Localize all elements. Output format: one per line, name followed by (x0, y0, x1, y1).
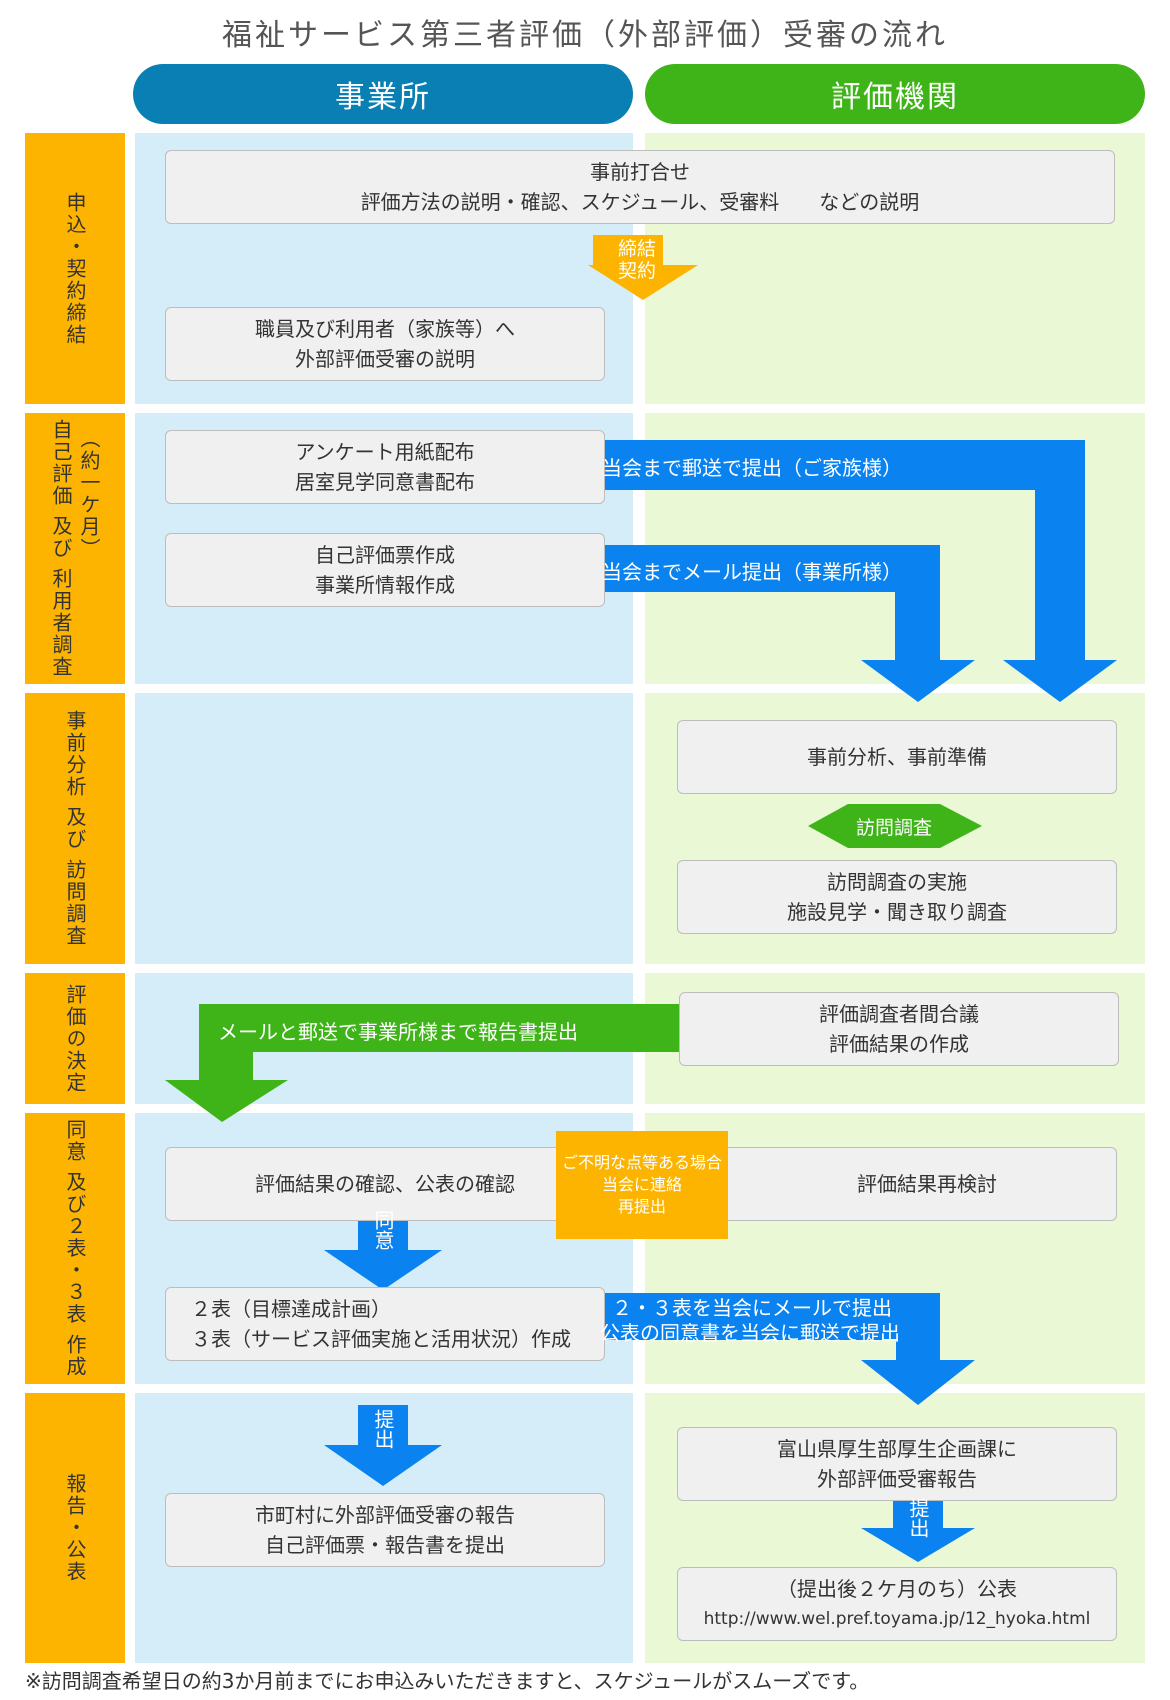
phase-text: 評価の決定 (63, 983, 87, 1094)
box-line: ２表（目標達成計画） (191, 1297, 391, 1321)
phase-label-contract: 申込・契約締結 (25, 133, 125, 404)
pre-meeting-box: 事前打合せ 評価方法の説明・確認、スケジュール、受審料 などの説明 (165, 150, 1115, 224)
box-line: ３表（サービス評価実施と活用状況）作成 (191, 1327, 571, 1351)
box-line: 市町村に外部評価受審の報告 (255, 1503, 515, 1527)
phase-text: 自己評価 及び 利用者調査 (49, 419, 73, 678)
box-line: 評価結果の作成 (829, 1032, 969, 1056)
contract-arrow-label: 締結 契約 (612, 238, 662, 282)
visit-box: 訪問調査の実施 施設見学・聞き取り調査 (677, 860, 1117, 934)
municipal-box: 市町村に外部評価受審の報告 自己評価票・報告書を提出 (165, 1493, 605, 1567)
phase-text: 事前分析 及び 訪問調査 (63, 710, 87, 947)
pref-report-box: 富山県厚生部厚生企画課に 外部評価受審報告 (677, 1427, 1117, 1501)
unclear-line: 再提出 (617, 1197, 666, 1216)
submit-tables-label: ２・３表を当会にメールで提出 公表の同意書を当会に郵送で提出 (600, 1296, 940, 1346)
report-send-arrow (165, 1004, 693, 1122)
column-header-evaluator: 評価機関 (645, 64, 1145, 124)
contract-arrow (588, 235, 698, 300)
phase-label-self-eval: 自己評価 及び 利用者調査 （約一ケ月） (25, 413, 125, 684)
box-line: 職員及び利用者（家族等）へ (255, 317, 515, 341)
self-eval-box: 自己評価票作成 事業所情報作成 (165, 533, 605, 607)
publish-url: http://www.wel.pref.toyama.jp/12_hyoka.h… (703, 1609, 1091, 1629)
submit-left-label: 提出 (371, 1409, 395, 1449)
submit-tables-line: 公表の同意書を当会に郵送で提出 (600, 1321, 900, 1345)
box-line: 居室見学同意書配布 (295, 470, 475, 494)
box-line: 評価結果の確認、公表の確認 (255, 1172, 515, 1196)
phase-subtext: （約一ケ月） (77, 427, 101, 560)
box-line: 自己評価票作成 (315, 543, 455, 567)
box-line: 自己評価票・報告書を提出 (265, 1533, 505, 1557)
submit-left-arrow (324, 1405, 442, 1486)
contract-label-1: 締結 (617, 238, 656, 260)
submit-right-label: 提出 (906, 1498, 930, 1538)
phase-text: 同意 及び２表・３表 作成 (63, 1119, 87, 1378)
page-title: 福祉サービス第三者評価（外部評価）受審の流れ (222, 18, 948, 53)
unclear-line: ご不明な点等ある場合 (561, 1153, 722, 1172)
box-line: 事前分析、事前準備 (807, 745, 987, 769)
box-line: （提出後２ケ月のち）公表 (777, 1577, 1017, 1601)
recheck-box: 評価結果再検討 (677, 1147, 1117, 1221)
phase-text: 報告・公表 (63, 1473, 87, 1583)
tables-box: ２表（目標達成計画） ３表（サービス評価実施と活用状況）作成 (165, 1287, 605, 1361)
box-line: 訪問調査の実施 (827, 870, 967, 894)
box-line: 施設見学・聞き取り調査 (787, 900, 1007, 924)
mail-office-arrow (592, 545, 975, 702)
phase-label-report: 報告・公表 (25, 1393, 125, 1663)
box-line: 外部評価受審の説明 (295, 347, 475, 371)
deliberation-box: 評価調査者間合議 評価結果の作成 (679, 992, 1119, 1066)
mail-office-label: 当会までメール提出（事業所様） (602, 560, 902, 584)
visit-survey-arrow (808, 804, 982, 848)
submit-right-arrow (861, 1495, 975, 1562)
box-line: 評価調査者間合議 (819, 1002, 979, 1026)
phase-label-agree: 同意 及び２表・３表 作成 (25, 1113, 125, 1384)
column-header-office: 事業所 (133, 64, 633, 124)
box-line: 富山県厚生部厚生企画課に (777, 1437, 1017, 1461)
mail-family-arrow (592, 440, 1117, 702)
box-line: 事前打合せ (590, 160, 690, 184)
pre-analysis-box: 事前分析、事前準備 (677, 720, 1117, 794)
box-line: 事業所情報作成 (315, 573, 455, 597)
footnote: ※訪問調査希望日の約3か月前までにお申込みいただきますと、スケジュールがスムーズ… (25, 1669, 870, 1693)
staff-explain-box: 職員及び利用者（家族等）へ 外部評価受審の説明 (165, 307, 605, 381)
unclear-line: 当会に連絡 (601, 1175, 682, 1194)
report-send-label: メールと郵送で事業所様まで報告書提出 (218, 1020, 578, 1044)
submit-tables-line: ２・３表を当会にメールで提出 (612, 1296, 892, 1320)
phase-label-decision: 評価の決定 (25, 973, 125, 1104)
confirm-box: 評価結果の確認、公表の確認 (165, 1147, 605, 1221)
contract-label-2: 契約 (617, 260, 656, 282)
agree-arrow (324, 1206, 442, 1290)
phase-text: 申込・契約締結 (63, 191, 87, 346)
submit-tables-arrow (592, 1293, 975, 1405)
visit-survey-label: 訪問調査 (855, 817, 932, 839)
agree-label: 同意 (371, 1210, 395, 1250)
box-line: 評価結果再検討 (857, 1172, 997, 1196)
phase-label-visit: 事前分析 及び 訪問調査 (25, 693, 125, 964)
mail-family-label: 当会まで郵送で提出（ご家族様） (602, 456, 902, 480)
survey-box: アンケート用紙配布 居室見学同意書配布 (165, 430, 605, 504)
unclear-box: ご不明な点等ある場合 当会に連絡 再提出 (556, 1131, 728, 1239)
publish-box: （提出後２ケ月のち）公表 http://www.wel.pref.toyama.… (677, 1567, 1117, 1641)
office-band-3 (135, 693, 633, 964)
box-line: 評価方法の説明・確認、スケジュール、受審料 などの説明 (360, 190, 920, 214)
box-line: 外部評価受審報告 (817, 1467, 977, 1491)
box-line: アンケート用紙配布 (295, 440, 475, 464)
